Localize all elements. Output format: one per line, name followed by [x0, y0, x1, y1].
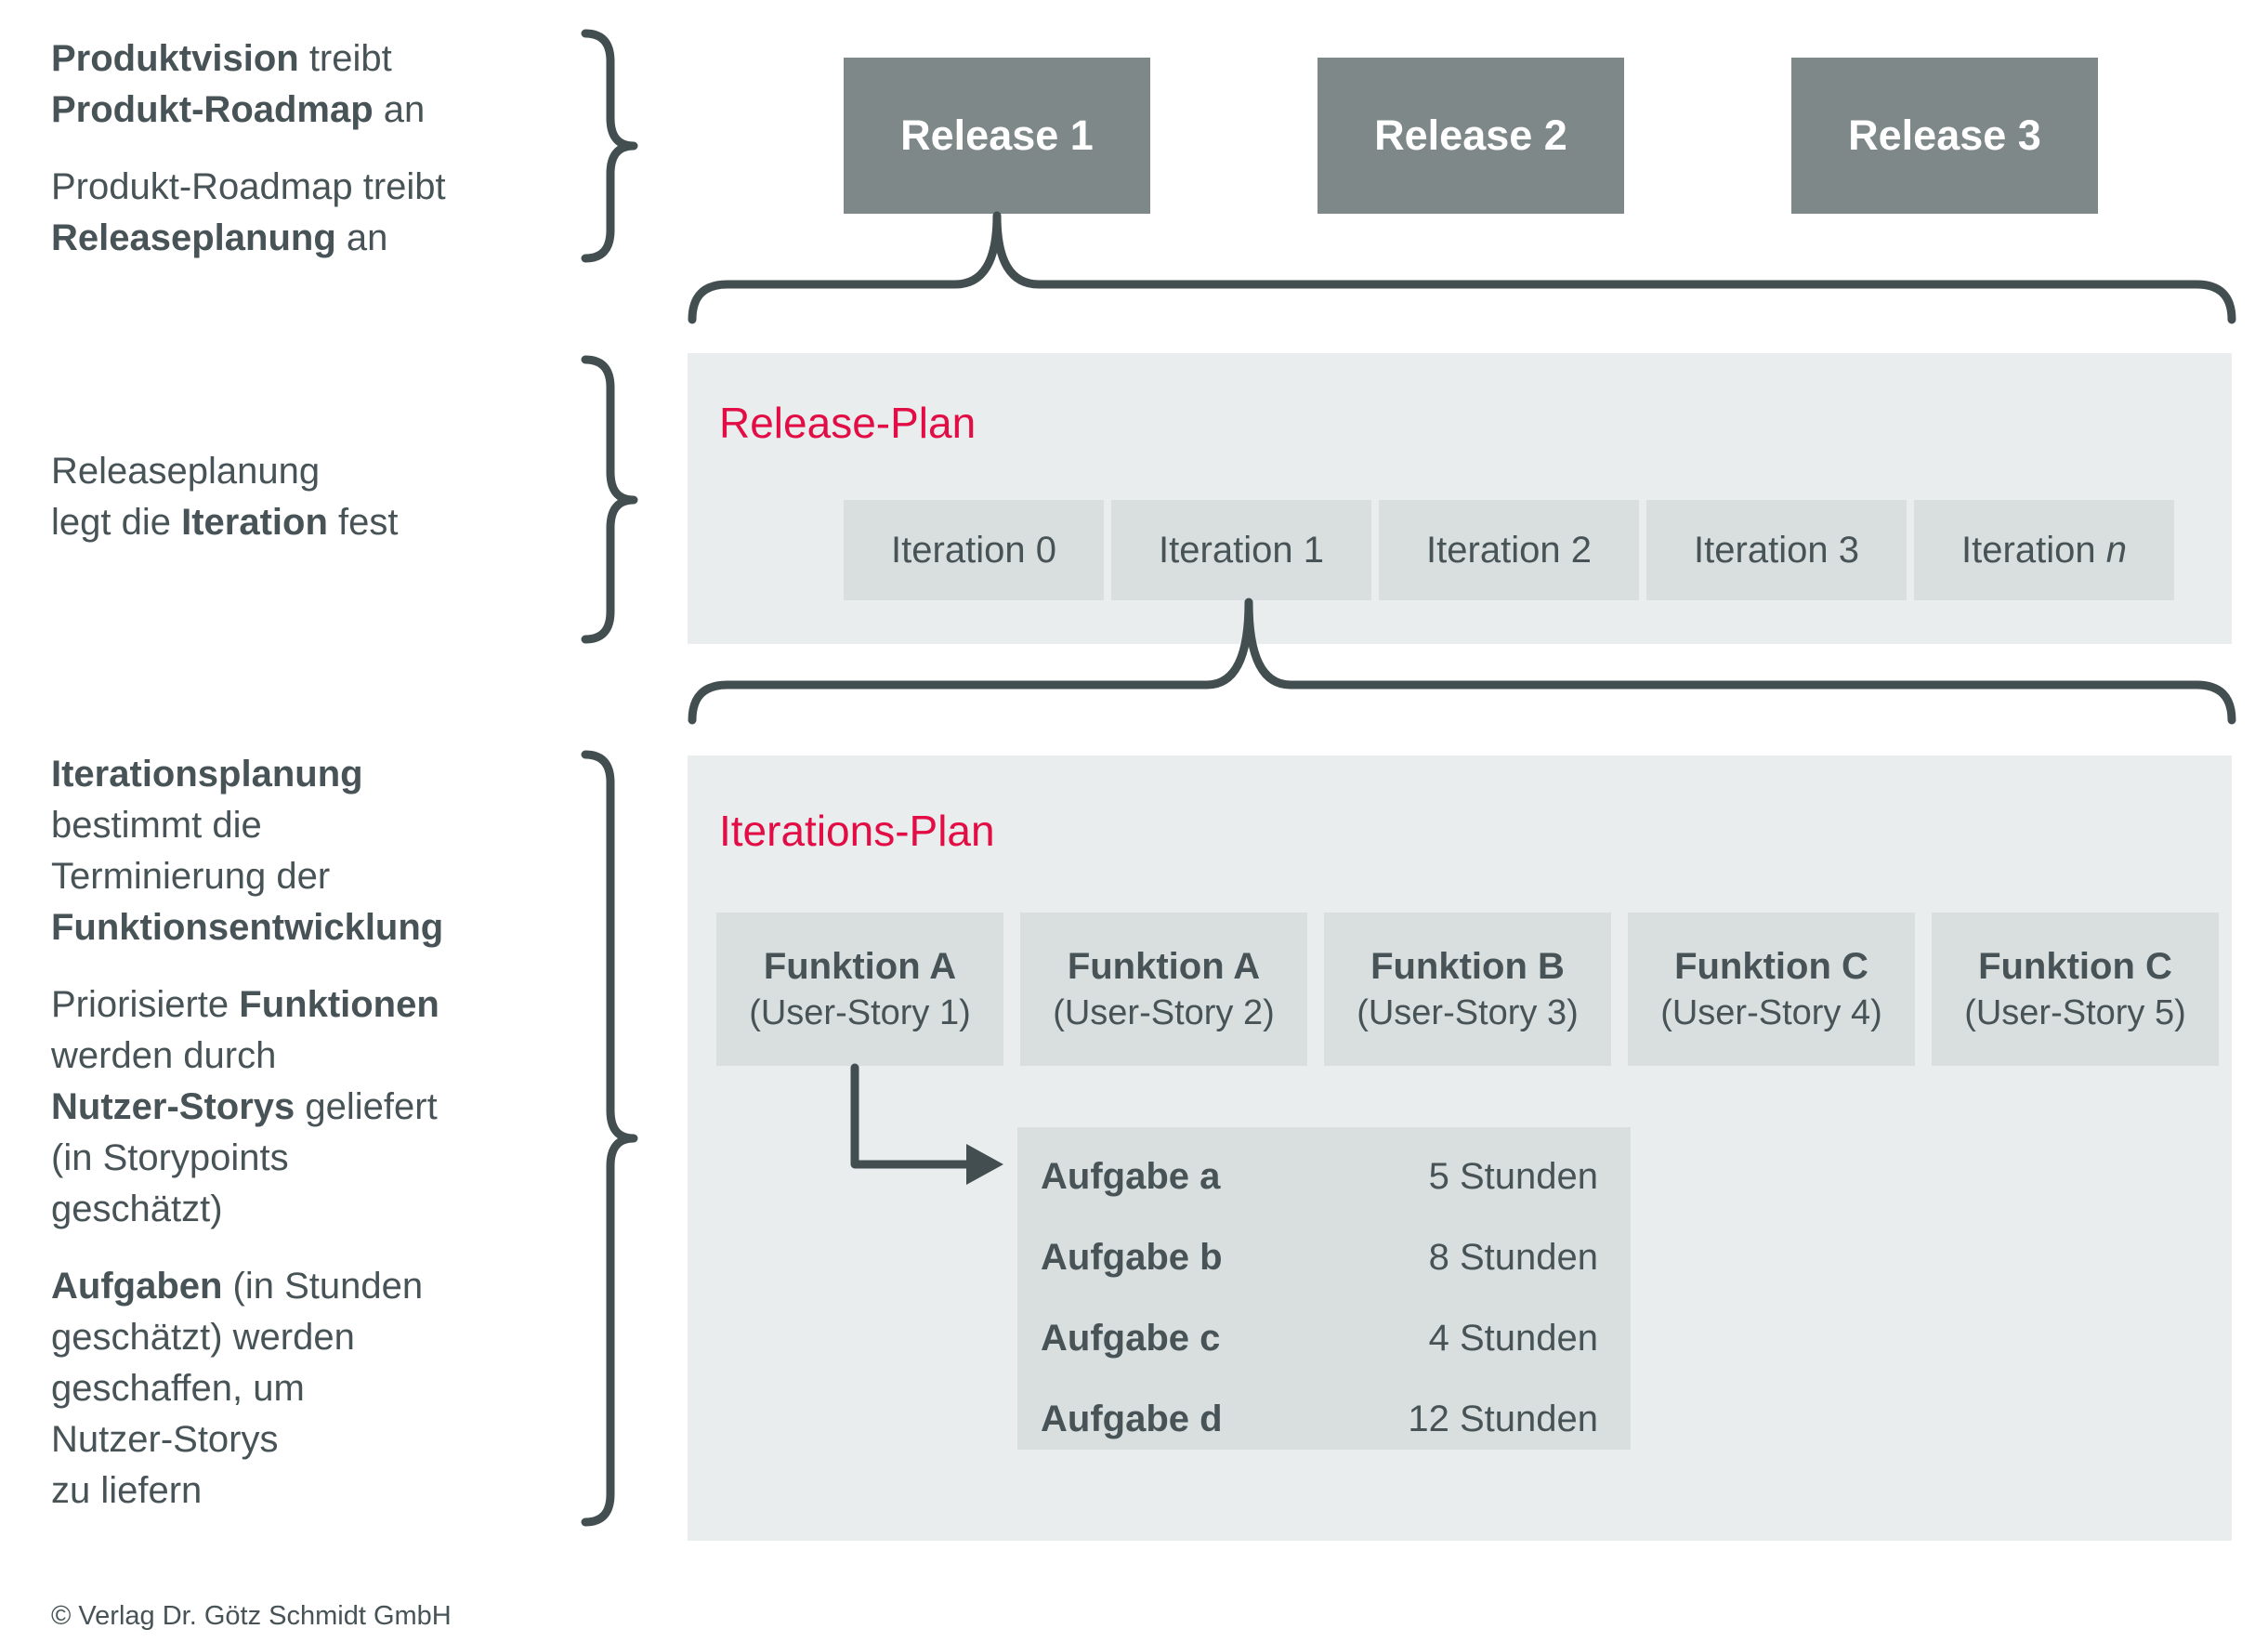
funktion-name: Funktion A	[1067, 946, 1261, 987]
funktion-cell: Funktion C (User-Story 4)	[1628, 913, 1915, 1066]
annotation-line: geschätzt)	[51, 1189, 223, 1229]
aufgaben-table: Aufgabe a 5 Stunden Aufgabe b 8 Stunden …	[1017, 1127, 1631, 1450]
annotation-line: Iterationsplanung	[51, 754, 363, 795]
annotation-line: Funktionsentwicklung	[51, 907, 444, 948]
annotation-releaseplanung: Releaseplanung legt die Iteration fest	[51, 446, 399, 548]
task-name: Aufgabe c	[1041, 1318, 1221, 1359]
annotation-line: geschaffen, um	[51, 1368, 305, 1409]
annotation-line: Produktvision treibt	[51, 38, 392, 79]
funktion-story: (User-Story 5)	[1964, 993, 2186, 1032]
annotation-line: Produkt-Roadmap treibt	[51, 166, 446, 207]
iterations-plan-title: Iterations-Plan	[719, 807, 995, 855]
iteration-1-cell: Iteration 1	[1111, 500, 1371, 600]
annotation-line: Nutzer-Storys geliefert	[51, 1086, 438, 1127]
annotation-line: Releaseplanung an	[51, 217, 388, 258]
task-name: Aufgabe b	[1041, 1237, 1223, 1278]
task-name: Aufgabe d	[1041, 1399, 1223, 1439]
funktion-name: Funktion C	[1674, 946, 1868, 987]
task-hours: 12 Stunden	[1408, 1399, 1598, 1439]
release-3-box: Release 3	[1791, 58, 2098, 214]
brace-releaseplanung	[581, 355, 638, 644]
funktion-story: (User-Story 4)	[1660, 993, 1882, 1032]
iteration-2-cell: Iteration 2	[1379, 500, 1639, 600]
release-2-box: Release 2	[1318, 58, 1624, 214]
funktion-story: (User-Story 3)	[1357, 993, 1579, 1032]
brace-release1-to-release-plan	[688, 211, 2236, 324]
task-hours: 4 Stunden	[1428, 1318, 1598, 1359]
annotation-line: Priorisierte Funktionen	[51, 984, 439, 1025]
annotation-line: geschätzt) werden	[51, 1317, 355, 1358]
annotation-line: zu liefern	[51, 1470, 203, 1511]
release-1-box: Release 1	[844, 58, 1150, 214]
task-row: Aufgabe b 8 Stunden	[1017, 1217, 1631, 1298]
annotation-line: legt die Iteration fest	[51, 502, 399, 543]
annotation-line: Releaseplanung	[51, 451, 321, 492]
annotation-line: Produkt-Roadmap an	[51, 89, 426, 130]
iteration-n-cell: Iteration n	[1914, 500, 2174, 600]
funktion-cell: Funktion C (User-Story 5)	[1932, 913, 2219, 1066]
funktion-name: Funktion C	[1978, 946, 2172, 987]
annotation-line: Nutzer-Storys	[51, 1419, 279, 1460]
copyright-footer: © Verlag Dr. Götz Schmidt GmbH	[51, 1601, 452, 1631]
iterations-plan-panel: Iterations-Plan Funktion A (User-Story 1…	[688, 755, 2232, 1541]
funktion-name: Funktion B	[1370, 946, 1565, 987]
iteration-3-cell: Iteration 3	[1646, 500, 1907, 600]
annotation-produktvision: Produktvision treibt Produkt-Roadmap an …	[51, 33, 446, 264]
annotation-line: Aufgaben (in Stunden	[51, 1266, 424, 1307]
task-row: Aufgabe c 4 Stunden	[1017, 1298, 1631, 1379]
brace-iterationsplanung	[581, 750, 638, 1527]
brace-produktvision	[581, 29, 638, 263]
task-row: Aufgabe a 5 Stunden	[1017, 1136, 1631, 1217]
funktion-cell: Funktion B (User-Story 3)	[1324, 913, 1611, 1066]
task-row: Aufgabe d 12 Stunden	[1017, 1379, 1631, 1460]
funktion-story: (User-Story 2)	[1053, 993, 1275, 1032]
annotation-line: (in Storypoints	[51, 1137, 289, 1178]
annotation-iterationsplanung: Iterationsplanung bestimmt die Terminier…	[51, 749, 443, 1517]
task-hours: 5 Stunden	[1428, 1156, 1598, 1197]
funktion-story: (User-Story 1)	[749, 993, 971, 1032]
iteration-0-cell: Iteration 0	[844, 500, 1104, 600]
annotation-line: Terminierung der	[51, 856, 331, 897]
funktion-name: Funktion A	[763, 946, 957, 987]
task-hours: 8 Stunden	[1428, 1237, 1598, 1278]
annotation-line: werden durch	[51, 1035, 277, 1076]
funktion-cell: Funktion A (User-Story 2)	[1020, 913, 1307, 1066]
annotation-line: bestimmt die	[51, 805, 262, 846]
funktion-cell: Funktion A (User-Story 1)	[716, 913, 1003, 1066]
release-plan-title: Release-Plan	[719, 399, 977, 447]
release-plan-panel: Release-Plan Iteration 0 Iteration 1 Ite…	[688, 353, 2232, 644]
task-name: Aufgabe a	[1041, 1156, 1221, 1197]
